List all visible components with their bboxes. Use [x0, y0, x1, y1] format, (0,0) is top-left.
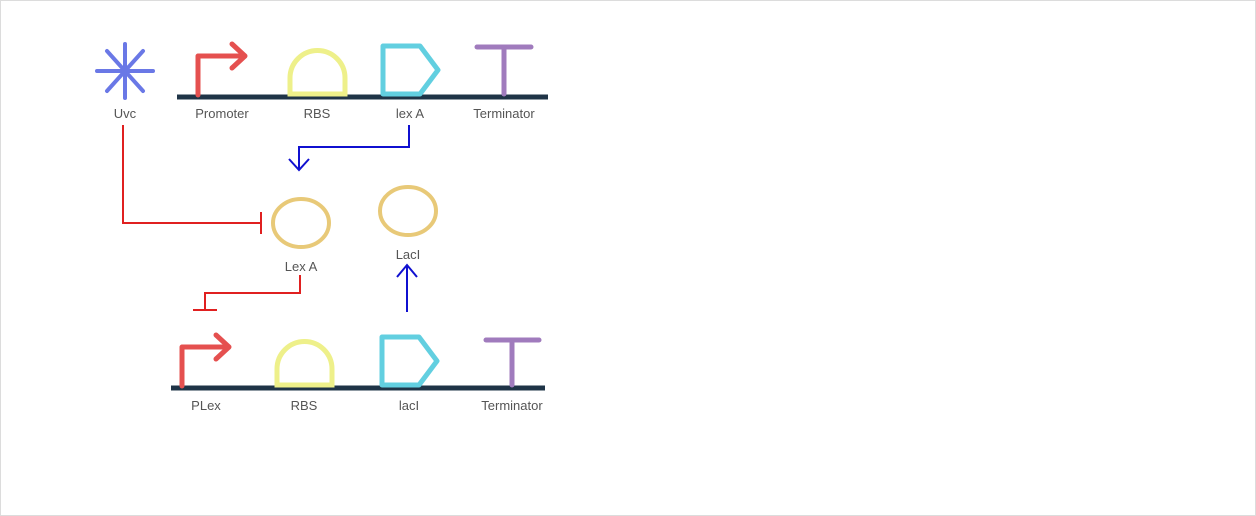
lexa-protein-label: Lex A: [285, 259, 318, 274]
bottom-terminator-icon: [483, 337, 542, 388]
top-terminator-icon: [474, 44, 534, 97]
production-arrow-laci: [396, 263, 418, 312]
laci-protein-icon: [378, 185, 438, 237]
repression-arrow-lexa: [193, 275, 301, 311]
bottom-cds-label: lacI: [399, 398, 419, 413]
top-promoter-label: Promoter: [195, 106, 249, 121]
bottom-rbs-label: RBS: [291, 398, 318, 413]
top-promoter-icon: [195, 41, 248, 98]
repression-arrow-uv: [122, 125, 262, 234]
production-arrow-lexa: [288, 125, 410, 172]
top-cds-icon: [380, 43, 441, 97]
bottom-terminator-label: Terminator: [481, 398, 543, 413]
laci-protein-label: LacI: [396, 247, 421, 262]
bottom-promoter-icon: [179, 332, 232, 389]
bottom-rbs-icon: [274, 339, 335, 388]
top-rbs-icon: [287, 48, 348, 97]
top-cds-label: lex A: [396, 106, 425, 121]
uv-inducer-icon: [95, 42, 155, 100]
top-terminator-label: Terminator: [473, 106, 535, 121]
bottom-cds-icon: [379, 334, 440, 388]
lexa-protein-icon: [271, 197, 331, 249]
uv-inducer-label: Uvc: [114, 106, 137, 121]
top-rbs-label: RBS: [304, 106, 331, 121]
bottom-promoter-label: PLex: [191, 398, 221, 413]
